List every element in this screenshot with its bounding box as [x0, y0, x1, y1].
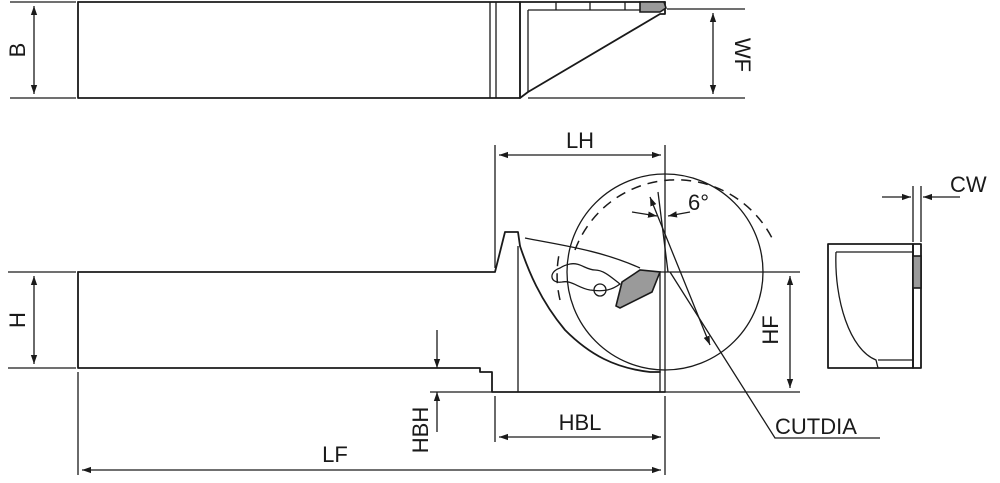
label-cw: CW — [950, 172, 987, 197]
label-hbh: HBH — [408, 407, 433, 453]
dim-angle: 6° — [631, 190, 709, 218]
dim-hbh: HBH — [408, 330, 441, 453]
dim-b: B — [5, 6, 38, 94]
top-view — [10, 1, 745, 99]
label-cutdia: CUTDIA — [775, 414, 857, 439]
insert — [615, 269, 662, 309]
dim-lf: LF — [82, 442, 661, 474]
end-view — [827, 186, 922, 369]
label-lf: LF — [322, 442, 348, 467]
label-hf: HF — [758, 315, 783, 344]
dim-lh: LH — [499, 128, 661, 159]
label-h: H — [5, 312, 30, 328]
dim-hf: HF — [758, 276, 794, 388]
dim-cutdia: CUTDIA — [649, 196, 880, 439]
side-view — [8, 145, 800, 475]
dim-h: H — [5, 276, 38, 364]
dim-hbl: HBL — [499, 410, 661, 441]
label-hbl: HBL — [559, 410, 602, 435]
dim-cw: CW — [882, 172, 987, 201]
label-angle: 6° — [688, 190, 709, 215]
dim-wf: WF — [709, 13, 755, 94]
label-wf: WF — [730, 38, 755, 72]
label-b: B — [5, 43, 30, 58]
label-lh: LH — [566, 128, 594, 153]
